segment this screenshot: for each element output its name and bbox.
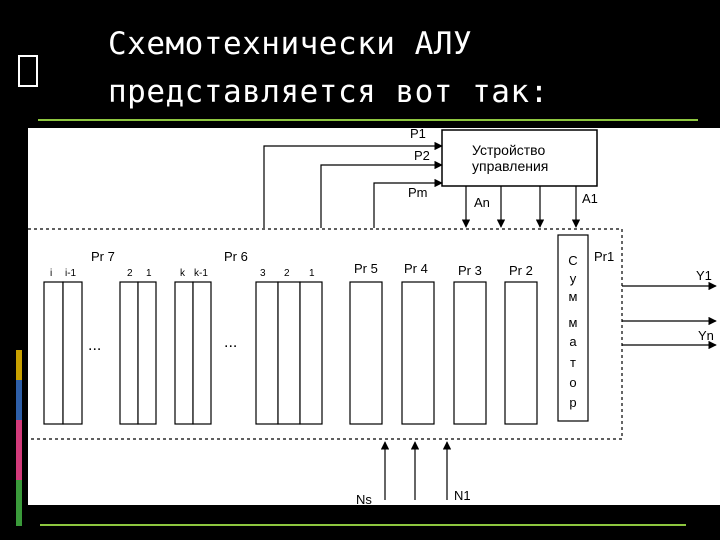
- signal-p2-label: P2: [414, 148, 430, 163]
- register-pr1-label: Pr1: [594, 249, 614, 264]
- pr7-cell-2: [119, 281, 139, 425]
- adder-box: [557, 234, 589, 422]
- pr7-bit-k: k: [180, 268, 186, 279]
- signal-p2-line: [320, 160, 443, 228]
- adder-letter-4: м: [569, 315, 578, 330]
- signal-p1-line: [263, 141, 443, 228]
- accent-bar-2: [16, 380, 22, 420]
- title-underline: [38, 119, 698, 121]
- left-band: [0, 0, 28, 540]
- pr7-cell-k-1: [192, 281, 212, 425]
- pr7-cell-1: [137, 281, 157, 425]
- control-unit-label-1: Устройство: [472, 142, 545, 158]
- adder-letter-2: у: [570, 271, 577, 286]
- accent-bar-4: [16, 480, 22, 526]
- pr7-cell-i: [43, 281, 64, 425]
- accent-bar-3: [16, 420, 22, 480]
- register-pr3-label: Pr 3: [458, 263, 482, 278]
- adder-letter-7: о: [569, 375, 576, 390]
- slide-title-line-2: представляется вот так:: [108, 74, 549, 110]
- pr7-cell-k: [174, 281, 194, 425]
- pr7-bit-k-1: k-1: [194, 268, 208, 279]
- register-pr5-label: Pr 5: [354, 261, 378, 276]
- accent-bar-1: [16, 350, 22, 380]
- slide-title-line-1: Схемотехнически АЛУ: [108, 26, 473, 62]
- register-pr4-box: [401, 281, 435, 425]
- register-pr7-label: Pr 7: [91, 249, 115, 264]
- register-pr5-box: [349, 281, 383, 425]
- adder-letter-5: а: [569, 334, 577, 349]
- pr6-bit-2: 2: [284, 268, 290, 279]
- pr7-bit-1: 1: [146, 268, 152, 279]
- pr7-bit-i-1: i-1: [65, 268, 77, 279]
- adder-letter-6: т: [570, 355, 576, 370]
- pr6-bit-3: 3: [260, 268, 266, 279]
- signal-pm-line: [373, 178, 443, 228]
- control-unit-box: [441, 129, 598, 187]
- pr6-cell-1: [299, 281, 323, 425]
- adder-letter-1: С: [568, 253, 577, 268]
- adder-letter-3: м: [569, 289, 578, 304]
- register-pr4-label: Pr 4: [404, 261, 428, 276]
- register-pr2-box: [504, 281, 538, 425]
- output-y1-label: Y1: [696, 268, 712, 283]
- output-yn-label: Yn: [698, 328, 714, 343]
- pr6-cell-2: [277, 281, 301, 425]
- input-ns-label: Ns: [356, 492, 372, 505]
- pr7-bit-2: 2: [127, 268, 133, 279]
- pr6-bit-1: 1: [309, 268, 315, 279]
- control-output-an-label: An: [474, 195, 490, 210]
- title-marker: [18, 55, 38, 87]
- alu-diagram: Устройство управления P1 P2 Pm An A1 Pr …: [21, 126, 720, 507]
- pr7-ellipsis: ...: [88, 337, 101, 354]
- adder-letter-8: р: [569, 395, 576, 410]
- bottom-band: [28, 505, 720, 540]
- left-accent-strip: [16, 350, 24, 526]
- pr6-ellipsis: ...: [224, 334, 237, 351]
- pr7-bit-i: i: [50, 268, 52, 279]
- register-pr6-label: Pr 6: [224, 249, 248, 264]
- control-output-a1-label: A1: [582, 191, 598, 206]
- signal-p1-label: P1: [410, 128, 426, 141]
- title-area: Схемотехнически АЛУ представляется вот т…: [28, 0, 720, 128]
- alu-diagram-svg: Устройство управления P1 P2 Pm An A1 Pr …: [21, 126, 717, 507]
- register-pr3-box: [453, 281, 487, 425]
- pr6-cell-3: [255, 281, 279, 425]
- signal-pm-label: Pm: [408, 185, 428, 200]
- pr7-cell-i-1: [62, 281, 83, 425]
- control-unit-label-2: управления: [472, 158, 548, 174]
- bottom-accent-line: [40, 524, 686, 526]
- register-pr2-label: Pr 2: [509, 263, 533, 278]
- input-n1-label: N1: [454, 488, 471, 503]
